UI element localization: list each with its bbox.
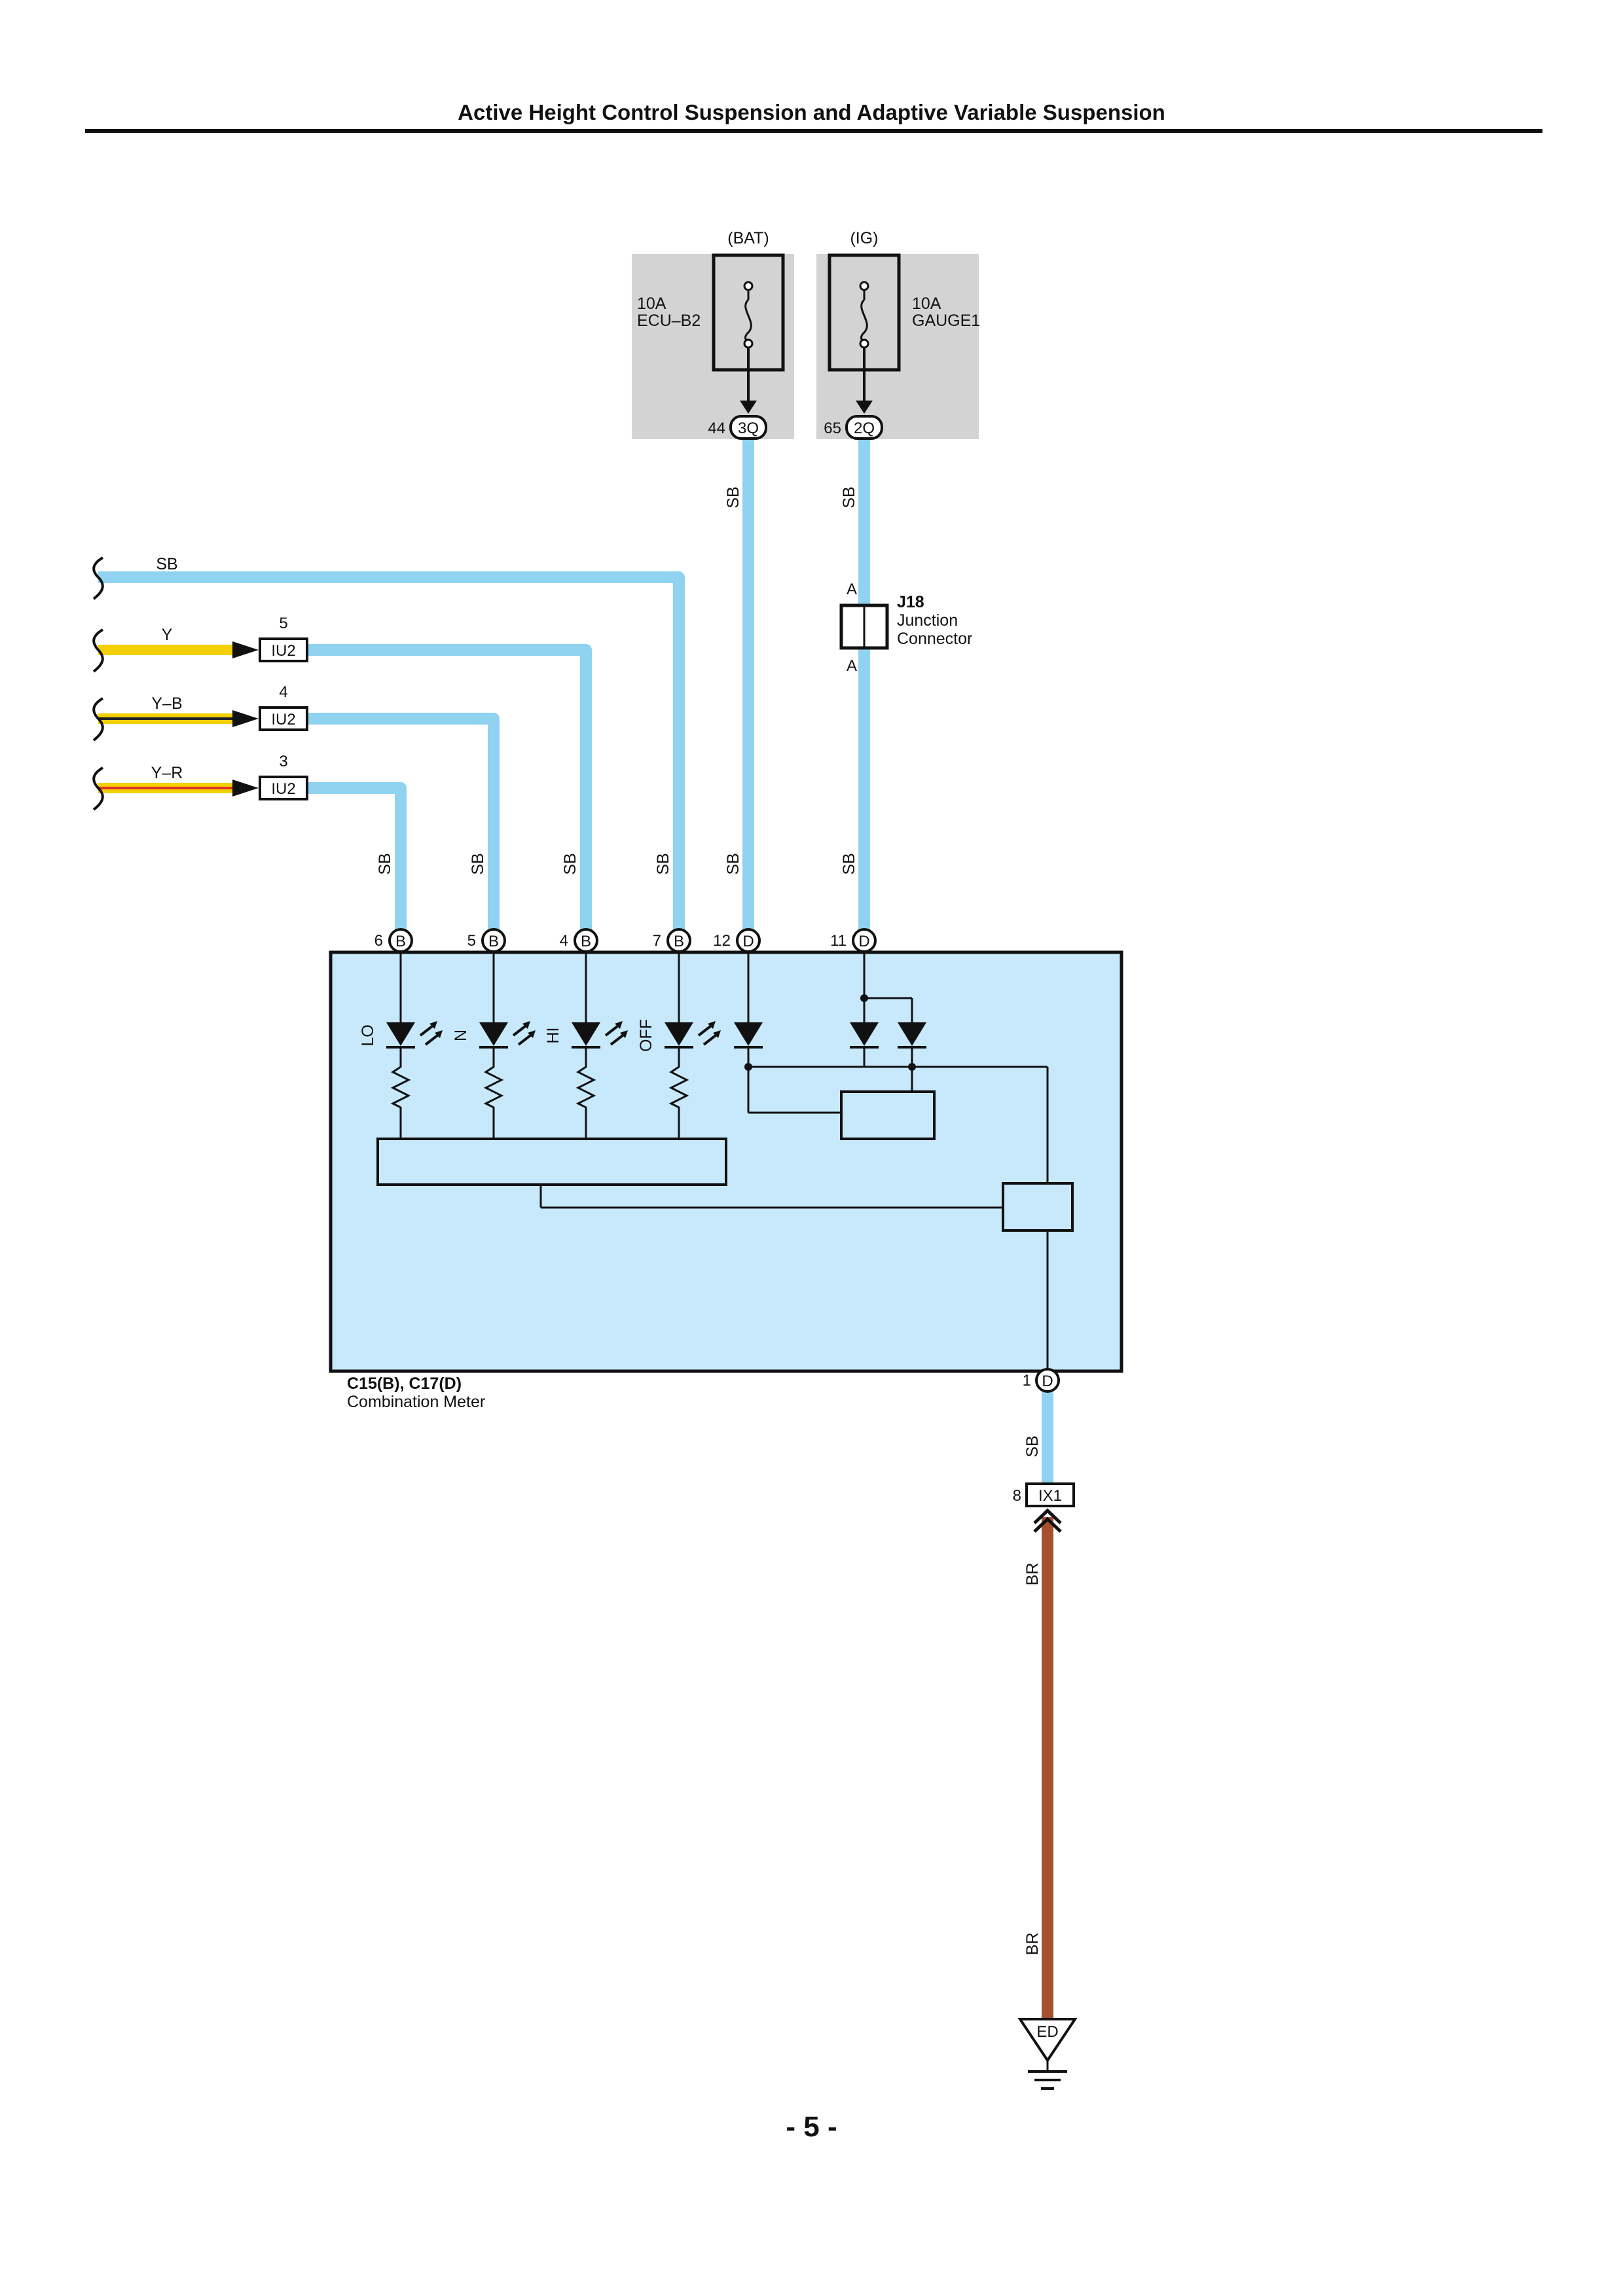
svg-text:7: 7	[653, 932, 661, 950]
junction-id: J18	[897, 593, 924, 611]
meter-name: Combination Meter	[347, 1393, 485, 1411]
connector-iu2-3: 3 IU2	[259, 753, 308, 800]
svg-text:4: 4	[560, 932, 568, 950]
ground-label: ED	[1036, 2023, 1058, 2041]
page-title: Active Height Control Suspension and Ada…	[458, 100, 1165, 124]
junction-connector-j18: A A	[839, 581, 889, 675]
input-wire-label-yb: Y–B	[151, 694, 182, 713]
input-wire-label-y: Y	[162, 626, 173, 644]
svg-text:SB: SB	[840, 486, 858, 508]
diode-icons	[734, 1022, 926, 1049]
meter-pin-12d: 12 D	[713, 928, 761, 953]
svg-text:SB: SB	[1023, 1435, 1042, 1457]
svg-text:B: B	[581, 933, 591, 950]
fuse-ig-name: GAUGE1	[912, 312, 980, 330]
led-lo-icon	[386, 1021, 443, 1049]
fuse-bat-source: (BAT)	[727, 229, 769, 247]
meter-pin-6b: 6 B	[374, 928, 413, 953]
indicator-label-lo: LO	[359, 1024, 377, 1046]
connector-ix1: 8 IX1	[1013, 1482, 1075, 1507]
svg-text:8: 8	[1013, 1487, 1021, 1505]
wire-labels-sb: SB SB SB SB SB SB SB SB SB	[376, 486, 1042, 1457]
svg-text:11: 11	[830, 932, 847, 950]
led-hi-icon	[572, 1021, 628, 1049]
svg-text:1: 1	[1023, 1372, 1031, 1390]
title-divider	[85, 129, 1542, 133]
svg-text:2Q: 2Q	[854, 420, 875, 437]
fuse-ig-source: (IG)	[850, 229, 878, 247]
meter-pin-7b: 7 B	[653, 928, 691, 953]
meter-pin-1d: 1 D	[1023, 1368, 1060, 1393]
svg-text:SB: SB	[654, 853, 672, 874]
input-wire-label-sb: SB	[156, 555, 177, 573]
meter-pin-11d: 11 D	[830, 928, 877, 953]
svg-text:B: B	[674, 933, 684, 950]
svg-text:4: 4	[279, 683, 287, 701]
junction-name-2: Connector	[897, 630, 972, 648]
svg-text:5: 5	[279, 615, 287, 632]
svg-text:5: 5	[467, 932, 476, 950]
indicator-label-off: OFF	[637, 1019, 655, 1052]
svg-text:D: D	[858, 933, 869, 950]
svg-text:A: A	[847, 657, 857, 675]
fuse-ig-rating: 10A	[912, 295, 941, 313]
svg-text:IU2: IU2	[271, 642, 295, 660]
meter-pin-5b: 5 B	[467, 928, 506, 953]
wire-label-br-bottom: BR	[1023, 1933, 1042, 1956]
wire-break-icons	[92, 556, 104, 811]
fuse-bat-rating: 10A	[637, 295, 666, 313]
svg-text:SB: SB	[376, 853, 394, 874]
svg-text:12: 12	[713, 932, 731, 950]
meter-connectors: C15(B), C17(D)	[347, 1374, 462, 1393]
svg-text:SB: SB	[724, 853, 742, 874]
ground-icon	[1017, 2018, 1078, 2090]
junction-name-1: Junction	[897, 611, 958, 630]
svg-text:IX1: IX1	[1038, 1487, 1062, 1505]
svg-text:A: A	[847, 581, 857, 598]
svg-text:B: B	[488, 933, 499, 950]
svg-text:SB: SB	[724, 486, 742, 508]
svg-text:SB: SB	[840, 853, 858, 874]
led-n-icon	[479, 1021, 536, 1049]
meter-pin-4b: 4 B	[560, 928, 598, 953]
svg-text:IU2: IU2	[271, 780, 295, 798]
svg-text:SB: SB	[469, 853, 487, 874]
indicator-label-hi: HI	[544, 1028, 562, 1044]
wire-label-br-top: BR	[1023, 1563, 1042, 1586]
connector-3q: 44 3Q	[708, 415, 767, 440]
svg-text:3Q: 3Q	[738, 420, 759, 437]
indicator-label-n: N	[452, 1030, 470, 1041]
fuse-ecu-b2-icon	[712, 253, 785, 372]
led-off-icon	[665, 1021, 721, 1049]
svg-text:B: B	[395, 933, 406, 950]
svg-text:D: D	[1042, 1372, 1053, 1390]
svg-text:IU2: IU2	[271, 711, 295, 728]
svg-text:SB: SB	[561, 853, 579, 874]
svg-text:D: D	[742, 933, 754, 950]
svg-text:65: 65	[824, 420, 841, 437]
svg-text:44: 44	[708, 420, 725, 437]
connector-iu2-5: 5 IU2	[259, 615, 308, 662]
input-wire-label-yr: Y–R	[151, 764, 183, 782]
page-number: - 5 -	[786, 2111, 837, 2143]
svg-text:3: 3	[279, 753, 287, 770]
connector-2q: 65 2Q	[824, 415, 883, 440]
meter-internal-circuit	[376, 952, 1074, 1378]
sb-wires	[98, 440, 1053, 1482]
fuse-bat-name: ECU–B2	[637, 312, 701, 330]
connector-iu2-4: 4 IU2	[259, 683, 308, 731]
svg-text:6: 6	[374, 932, 383, 950]
male-terminal-icon	[1033, 1508, 1062, 1533]
